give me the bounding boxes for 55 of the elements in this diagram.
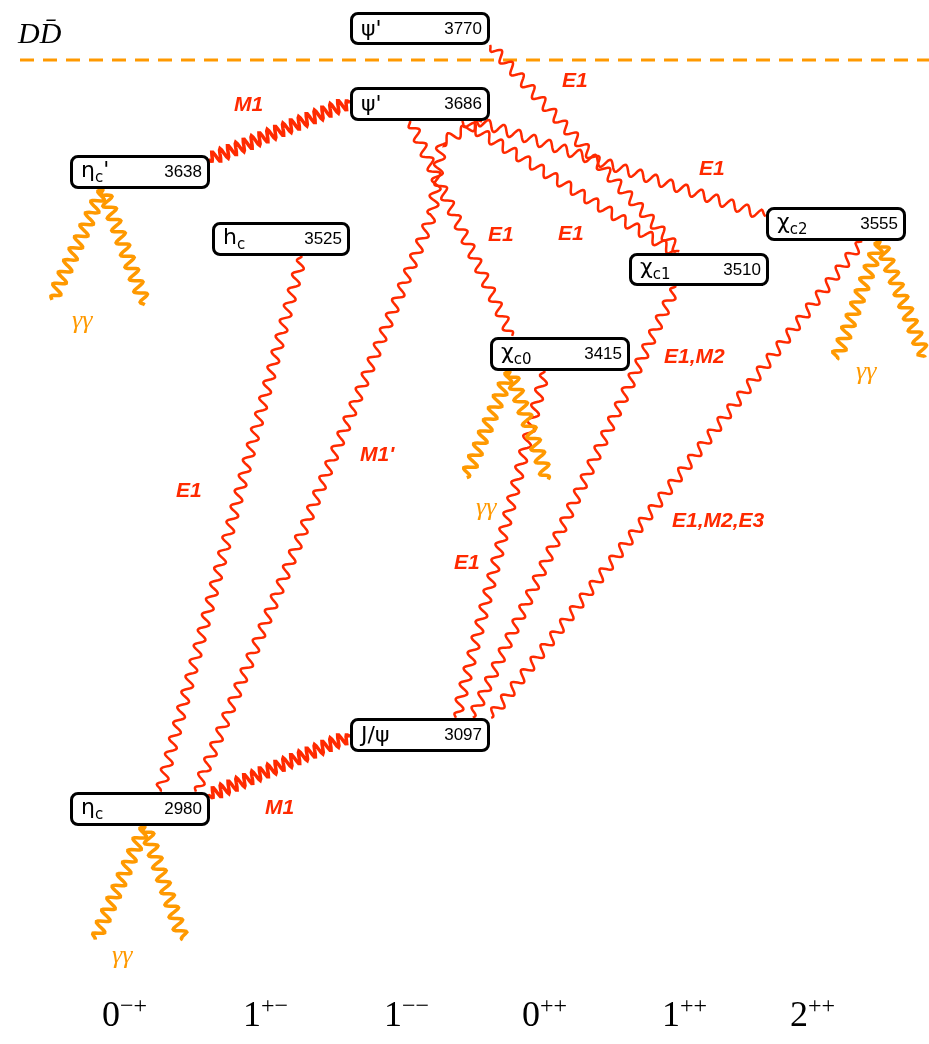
quantum-number: 2$^{++}$: [790, 992, 836, 1035]
mass-value: 3097: [444, 725, 482, 745]
photon-line: [488, 44, 680, 253]
photon-line: [460, 120, 677, 255]
mass-value: 3686: [444, 94, 482, 114]
mass-value: 3770: [444, 18, 482, 39]
state-box: [70, 155, 210, 189]
photon-line: [49, 187, 107, 301]
state-name: η$_{c}$: [81, 795, 104, 823]
mass-value: 3525: [304, 229, 342, 249]
photon-line: [407, 120, 515, 337]
state-box: [212, 222, 350, 256]
state-name: ψ': [361, 93, 382, 115]
photon-line: [489, 240, 863, 719]
state-name: ψ': [361, 17, 382, 40]
state-name: χ$_{c1}$: [640, 256, 671, 283]
photon-line: [876, 240, 929, 359]
state-box: [629, 253, 769, 286]
state-name: χ$_{c0}$: [501, 340, 532, 368]
mass-value: 3510: [723, 259, 761, 280]
state-name: J/ψ: [361, 724, 390, 746]
photon-line: [207, 733, 351, 800]
photon-line: [470, 285, 677, 719]
quantum-number: 1$^{+−}$: [243, 992, 289, 1035]
decay-label: γγ: [856, 356, 877, 386]
decay-label: γγ: [476, 492, 497, 522]
state-box: [350, 718, 490, 752]
state-box: [70, 792, 210, 826]
state-box: [350, 87, 490, 121]
state-name: h$_{c}$: [223, 225, 246, 253]
mass-value: 2980: [164, 799, 202, 819]
photon-line: [155, 255, 305, 793]
mass-value: 3638: [164, 162, 202, 182]
threshold-label: DD̄: [18, 16, 62, 50]
decay-label: γγ: [72, 305, 93, 335]
photon-line: [98, 188, 150, 307]
photon-line: [505, 370, 552, 481]
state-name: η$_{c}$': [81, 158, 110, 186]
quantum-number: 1$^{−−}$: [384, 992, 430, 1035]
photon-line: [453, 370, 549, 718]
mass-value: 3555: [860, 214, 898, 234]
quantum-number: 1$^{++}$: [662, 992, 708, 1035]
state-box: [350, 12, 490, 45]
photon-line: [474, 118, 767, 218]
state-name: χ$_{c2}$: [777, 210, 808, 238]
quantum-number: 0$^{++}$: [522, 992, 568, 1035]
photon-line: [207, 99, 351, 164]
photon-line: [461, 369, 514, 480]
state-box: [490, 337, 630, 371]
quantum-number: 0$^{−+}$: [102, 992, 148, 1035]
photon-line: [830, 239, 884, 361]
decay-label: γγ: [112, 940, 133, 970]
mass-value: 3415: [584, 344, 622, 364]
state-box: [766, 207, 906, 241]
photon-line: [90, 824, 149, 941]
